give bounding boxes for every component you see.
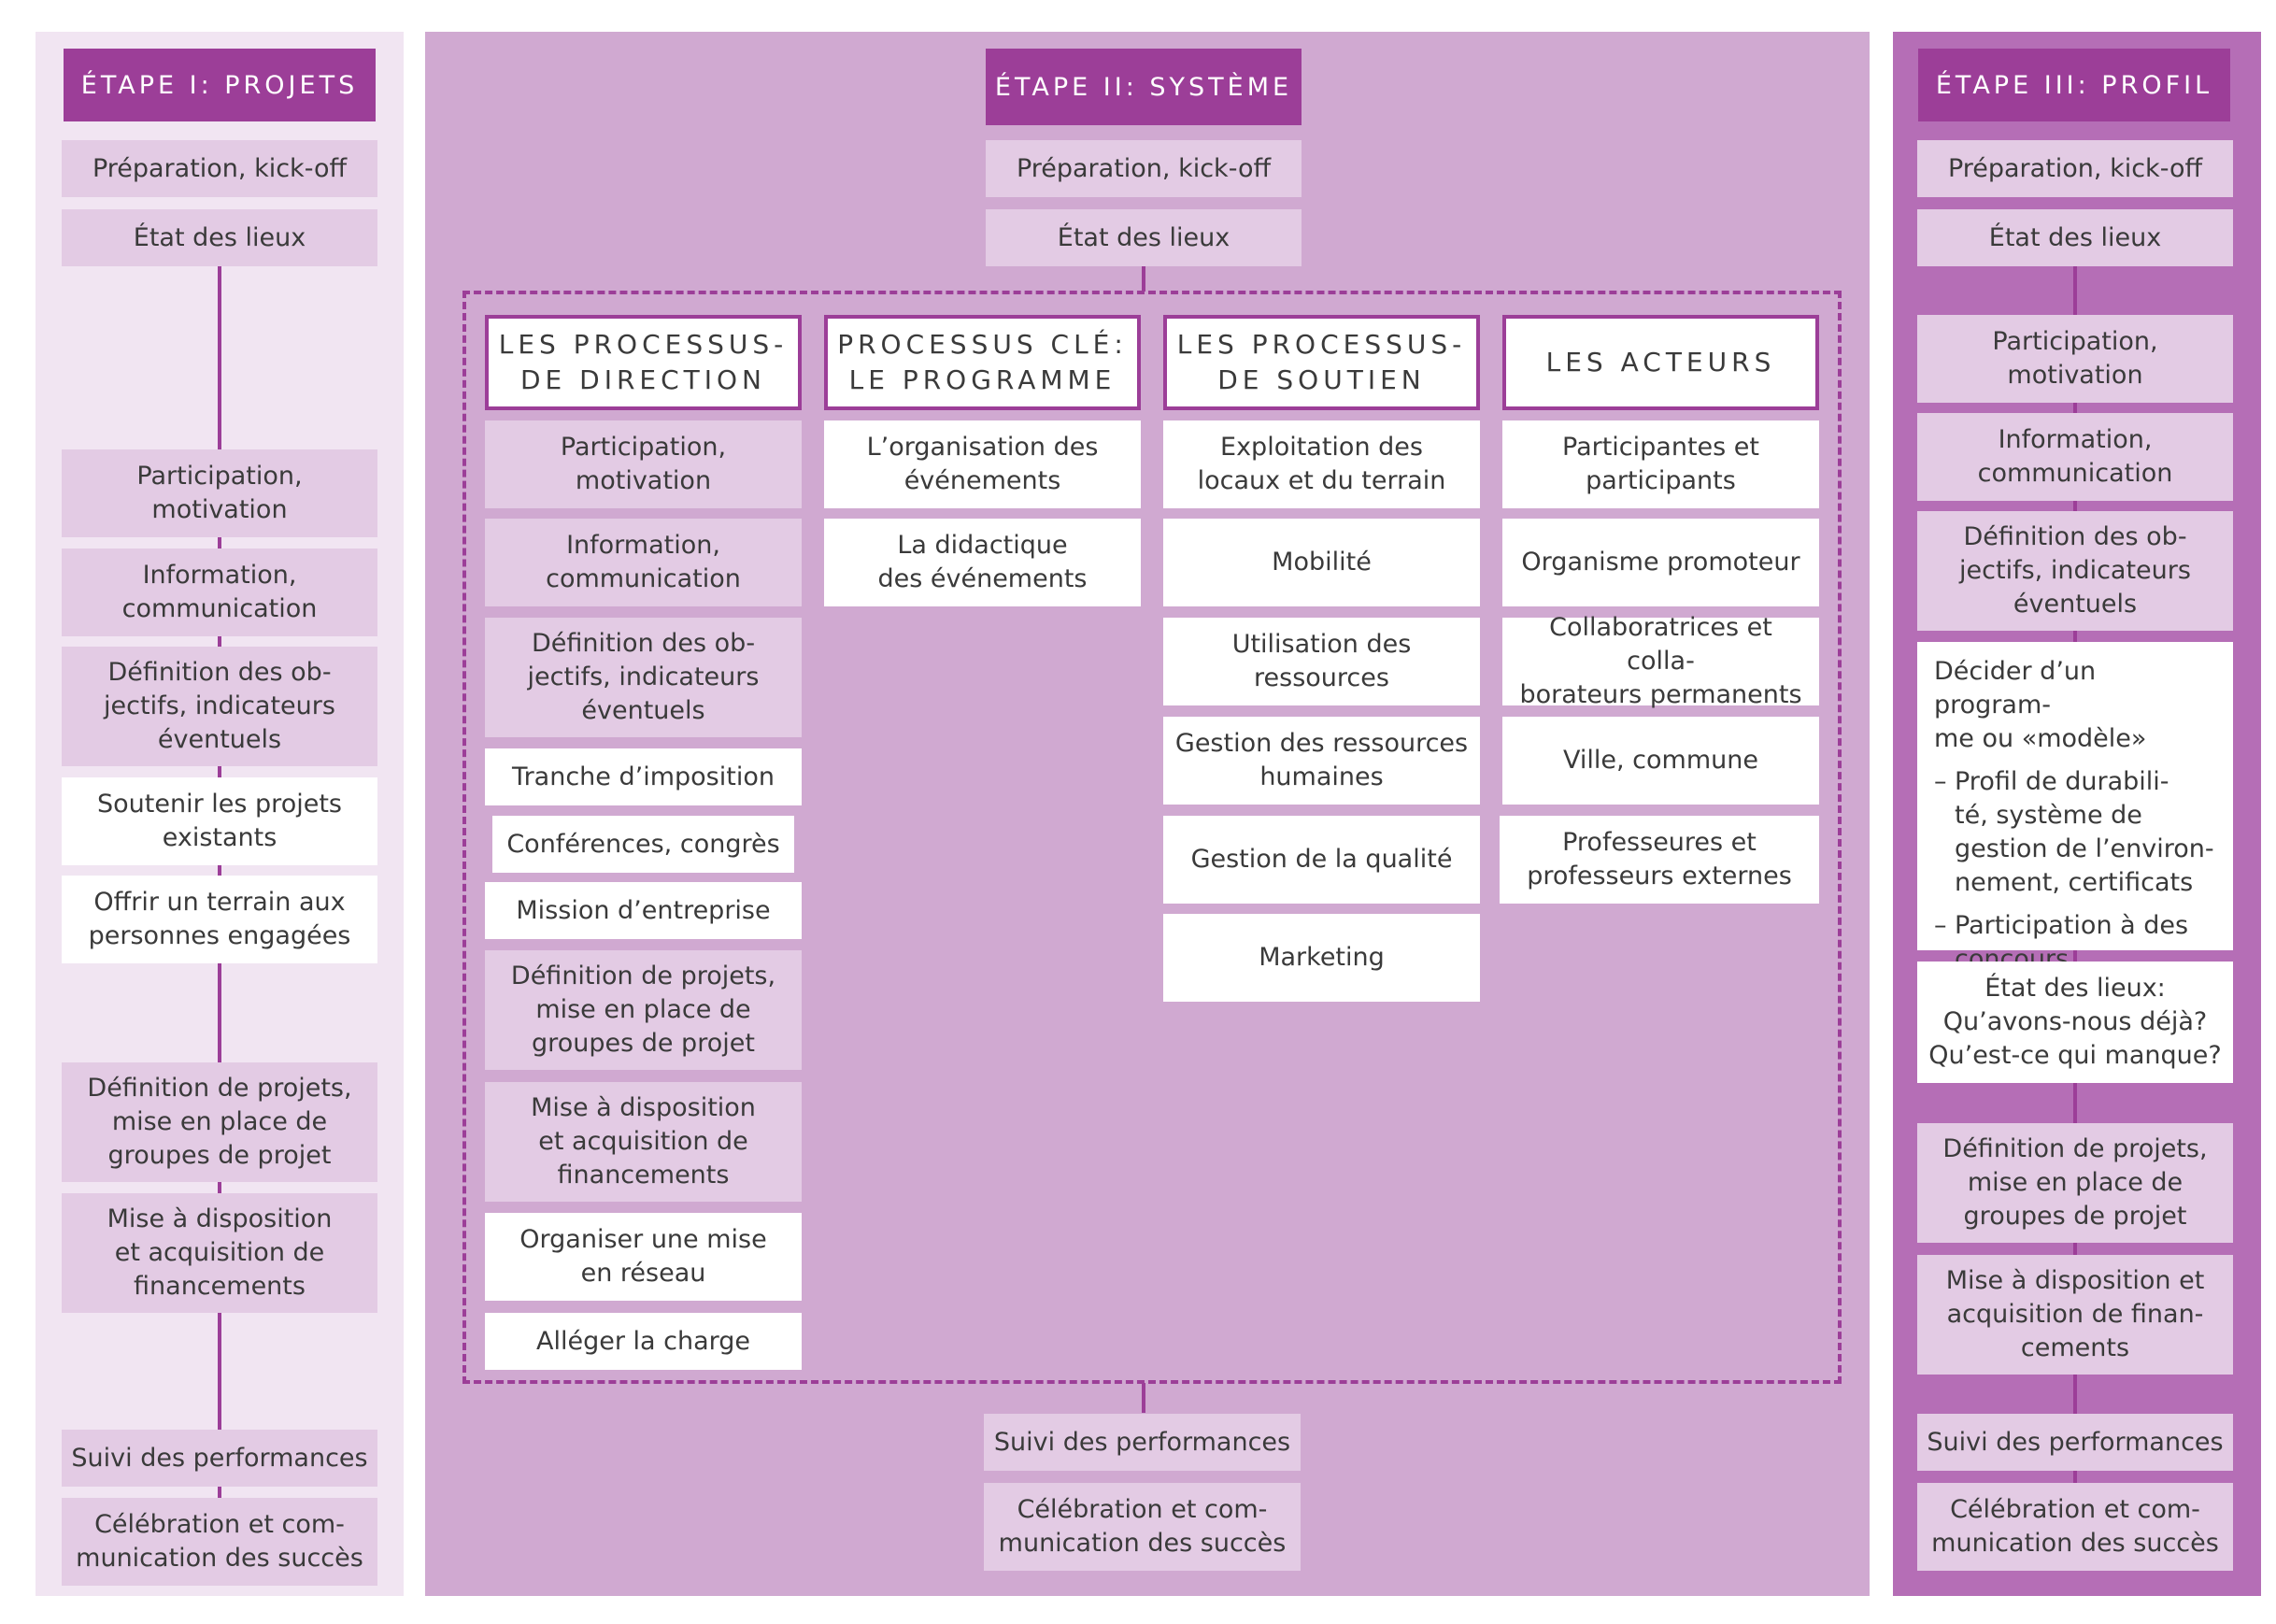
stage-3-step: Définition de projets, mise en place de … (1917, 1123, 2233, 1243)
stage-2-step: Préparation, kick-off (986, 140, 1302, 197)
stage-1-step: Mise à disposition et acquisition de fin… (62, 1193, 377, 1313)
stage-3-step: État des lieux: Qu’avons-nous déjà? Qu’e… (1917, 962, 2233, 1083)
stage-2-title: ÉTAPE II: SYSTÈME (986, 49, 1302, 125)
stage-3-step: Préparation, kick-off (1917, 140, 2233, 197)
direction-process-item: Mise à disposition et acquisition de fin… (485, 1082, 802, 1202)
stage-3-decide-model: Décider d’un program- me ou «modèle» – P… (1917, 642, 2233, 974)
key-process-header: PROCESSUS CLÉ: LE PROGRAMME (824, 315, 1141, 410)
support-process-item: Exploitation des locaux et du terrain (1163, 420, 1480, 508)
support-process-item: Marketing (1163, 914, 1480, 1002)
direction-process-item: Alléger la charge (485, 1313, 802, 1370)
actor-item: Ville, commune (1502, 717, 1819, 805)
direction-process-item: Organiser une mise en réseau (485, 1213, 802, 1301)
stage-3-title: ÉTAPE III: PROFIL (1918, 49, 2230, 121)
actor-item: Organisme promoteur (1502, 519, 1819, 606)
stage-3-step: État des lieux (1917, 209, 2233, 266)
direction-process-item: Tranche d’imposition (485, 748, 802, 805)
stage-1-title: ÉTAPE I: PROJETS (64, 49, 376, 121)
stage-3-step: Célébration et com- munication des succè… (1917, 1483, 2233, 1571)
stage-1-step: Participation, motivation (62, 449, 377, 537)
stage-1-step: Célébration et com- munication des succè… (62, 1498, 377, 1586)
support-processes-header: LES PROCESSUS- DE SOUTIEN (1163, 315, 1480, 410)
direction-process-item: Information, communication (485, 519, 802, 606)
actor-item: Participantes et participants (1502, 420, 1819, 508)
actor-item: Collaboratrices et colla- borateurs perm… (1502, 613, 1819, 709)
stage-2-connector-top (1142, 262, 1145, 292)
stage-3-step: Participation, motivation (1917, 315, 2233, 403)
support-process-item: Utilisation des ressources (1163, 618, 1480, 705)
key-process-item: L’organisation des événements (824, 420, 1141, 508)
stage-1-step: Suivi des performances (62, 1430, 377, 1487)
support-process-item: Mobilité (1163, 519, 1480, 606)
bullet-text: Profil de durabili- té, système de gesti… (1955, 767, 2214, 897)
stage-2-step: État des lieux (986, 209, 1302, 266)
stage-2-step: Suivi des performances (984, 1414, 1301, 1471)
stage-3-step: Information, communication (1917, 413, 2233, 501)
stage-1-step: Information, communication (62, 548, 377, 636)
support-process-item: Gestion de la qualité (1163, 816, 1480, 904)
actor-item: Professeures et professeurs externes (1500, 816, 1819, 904)
stage-1-step: Préparation, kick-off (62, 140, 377, 197)
stage-2-connector-bottom (1142, 1383, 1145, 1413)
bullet-dash: – (1934, 911, 1947, 940)
direction-process-item: Définition des ob- jectifs, indicateurs … (485, 618, 802, 737)
actors-header: LES ACTEURS (1502, 315, 1819, 410)
key-process-item: La didactique des événements (824, 519, 1141, 606)
direction-process-item: Définition de projets, mise en place de … (485, 950, 802, 1070)
stage-1-step: Définition de projets, mise en place de … (62, 1062, 377, 1182)
direction-process-item: Conférences, congrès (492, 816, 794, 873)
stage-1-step: État des lieux (62, 209, 377, 266)
support-process-item: Gestion des ressources humaines (1163, 717, 1480, 805)
direction-process-item: Mission d’entreprise (485, 882, 802, 939)
stage-1-step: Soutenir les projets existants (62, 777, 377, 865)
stage-3-step: Suivi des performances (1917, 1414, 2233, 1471)
direction-process-item: Participation, motivation (485, 420, 802, 508)
stage-2-step: Célébration et com- munication des succè… (984, 1483, 1301, 1571)
stage-3-step: Définition des ob- jectifs, indicateurs … (1917, 511, 2233, 631)
decide-model-text: Décider d’un program- me ou «modèle» (1934, 657, 2147, 753)
bullet-dash: – (1934, 767, 1947, 796)
process-frame (462, 291, 1842, 1384)
stage-1-step: Définition des ob- jectifs, indicateurs … (62, 647, 377, 766)
stage-1-step: Offrir un terrain aux personnes engagées (62, 876, 377, 963)
stage-3-step: Mise à disposition et acquisition de fin… (1917, 1255, 2233, 1375)
direction-processes-header: LES PROCESSUS- DE DIRECTION (485, 315, 802, 410)
decide-model-bullet: – Profil de durabili- té, système de ges… (1934, 765, 2216, 900)
